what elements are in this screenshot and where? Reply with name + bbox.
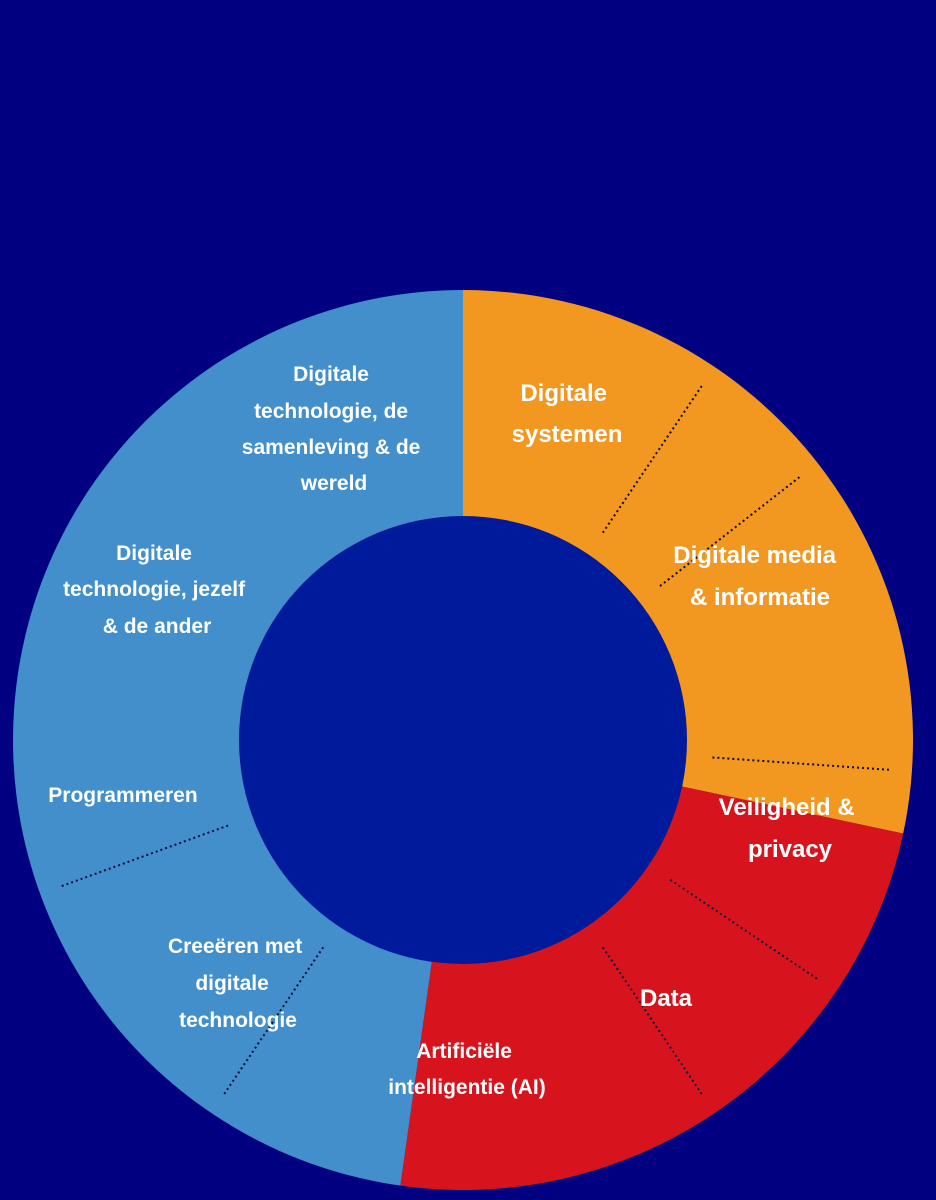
svg-text:Digitale technologie, je: Digitale technologie, jezelf & de ander xyxy=(63,542,251,638)
label-line: Creeëren met xyxy=(168,935,302,958)
segment-label-digitale-media-informatie: Digitale media & informatie xyxy=(673,542,842,611)
label-line: technologie, de xyxy=(254,400,408,423)
svg-text:Data: Data xyxy=(640,985,693,1012)
label-line: technologie, jezelf xyxy=(63,578,246,601)
segment-label-digitale-technologie-jezelf: Digitale technologie, jezelf & de ander xyxy=(63,542,251,638)
label-line: Programmeren xyxy=(48,784,197,807)
svg-text:Veiligheid & privacy: Veiligheid & privacy xyxy=(719,794,862,863)
ring-segment-blue xyxy=(13,290,464,1186)
segment-label-data: Data xyxy=(640,985,693,1012)
segment-label-creeren-met-digitale-technologie: Creeëren met digitale technologie xyxy=(168,935,308,1032)
svg-text:Digitale technologie, de: Digitale technologie, de samenleving & d… xyxy=(242,363,426,495)
segment-label-programmeren: Programmeren xyxy=(48,784,197,807)
label-line: samenleving & de xyxy=(242,436,421,459)
label-line: Digitale xyxy=(520,380,607,407)
segment-label-artificiele-intelligentie: Artificiële intelligentie (AI) xyxy=(388,1040,546,1099)
label-line: intelligentie (AI) xyxy=(388,1076,546,1099)
label-line: Artificiële xyxy=(416,1040,512,1063)
label-line: digitale xyxy=(195,972,269,995)
label-line: Data xyxy=(640,985,693,1012)
center-hole xyxy=(239,516,687,964)
segment-label-veiligheid-privacy: Veiligheid & privacy xyxy=(719,794,862,863)
segment-label-digitale-systemen: Digitale systemen xyxy=(512,380,623,448)
label-line: systemen xyxy=(512,421,623,448)
label-line: Digitale xyxy=(116,542,192,565)
label-line: privacy xyxy=(748,836,833,863)
label-line: Digitale media xyxy=(673,542,836,569)
svg-text:Digitale systemen: Digitale systemen xyxy=(512,380,623,448)
label-line: Veiligheid & xyxy=(719,794,855,821)
label-line: & informatie xyxy=(690,584,830,611)
svg-text:Artificiële intelligenti: Artificiële intelligentie (AI) xyxy=(388,1040,546,1099)
svg-text:Creeëren met digitale: Creeëren met digitale technologie xyxy=(168,935,308,1032)
label-line: technologie xyxy=(179,1009,297,1032)
label-line: & de ander xyxy=(103,615,212,638)
label-line: Digitale xyxy=(293,363,369,386)
svg-text:Digitale media & informa: Digitale media & informatie xyxy=(673,542,842,611)
segment-label-digitale-technologie-samenleving: Digitale technologie, de samenleving & d… xyxy=(242,363,426,495)
svg-text:Programmeren: Programmeren xyxy=(48,784,197,807)
label-line: wereld xyxy=(300,472,368,495)
